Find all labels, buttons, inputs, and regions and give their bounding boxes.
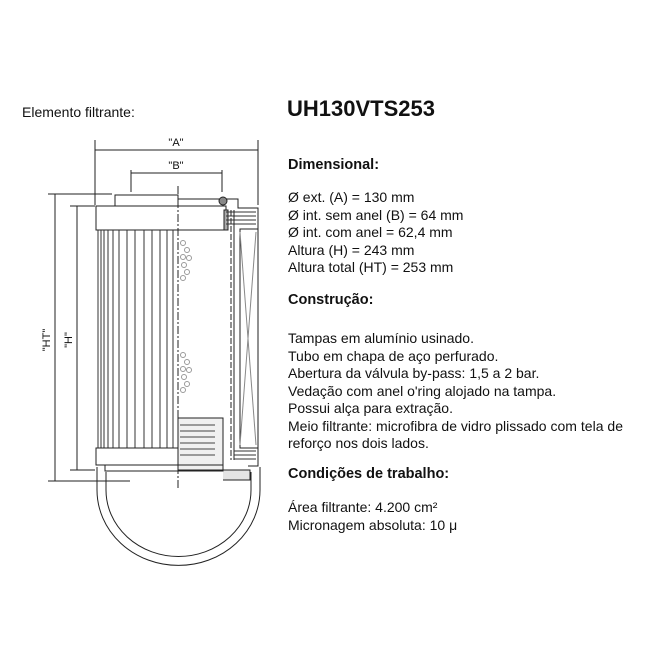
valve-spring [180, 424, 215, 456]
spec-line: Abertura da válvula by-pass: 1,5 a 2 bar… [288, 365, 540, 381]
spec-line: Altura (H) = 243 mm [288, 241, 415, 258]
dimension-ht: "HT" [41, 193, 130, 482]
section-heading-working-conditions: Condições de trabalho: [288, 466, 450, 482]
spec-line: Altura total (HT) = 253 mm [288, 259, 454, 275]
section-heading-dimensional: Dimensional: [288, 157, 380, 173]
dim-ht-label: "HT" [41, 329, 53, 352]
spec-line: Tubo em chapa de aço perfurado. [288, 347, 499, 364]
spec-line: Ø int. com anel = 62,4 mm [288, 224, 453, 240]
extraction-handle-inner [105, 472, 252, 557]
spec-line: Ø int. sem anel (B) = 64 mm [288, 206, 464, 223]
spec-line: Micronagem absoluta: 10 μ [288, 516, 458, 533]
bottom-cap [95, 447, 224, 472]
section-heading-construction: Construção: [288, 292, 374, 308]
spec-line: Meio filtrante: microfibra de vidro plis… [288, 417, 623, 451]
spec-line: Possui alça para extração. [288, 400, 453, 416]
spec-line: Ø ext. (A) = 130 mm [288, 189, 415, 205]
element-label: Elemento filtrante: [22, 104, 135, 120]
product-code: UH130VTS253 [287, 96, 435, 121]
dimension-h: "H" [63, 205, 95, 471]
bypass-valve [177, 417, 224, 471]
section-view [177, 196, 259, 481]
spec-line: Área filtrante: 4.200 cm² [288, 499, 438, 515]
o-ring [218, 196, 228, 206]
dim-a-label: "A" [168, 137, 183, 149]
spec-line: Vedação com anel o'ring alojado na tampa… [288, 382, 557, 399]
dim-h-label: "H" [63, 332, 75, 348]
dimension-b: "B" [130, 160, 223, 192]
pleated-media [97, 230, 174, 448]
perforation-holes [180, 240, 192, 393]
dim-b-label: "B" [168, 160, 183, 172]
top-cap [95, 194, 227, 231]
extraction-handle [96, 467, 261, 566]
spec-line: Tampas em alumínio usinado. [288, 330, 474, 346]
